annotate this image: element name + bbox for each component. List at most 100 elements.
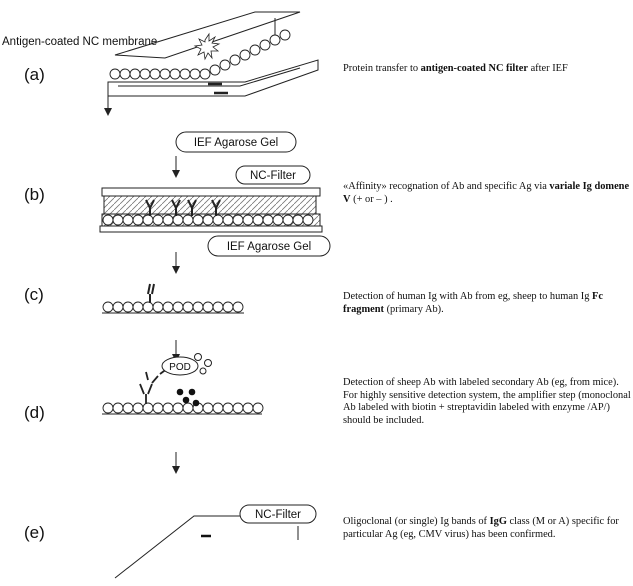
antigen-bead	[152, 402, 164, 414]
antigen-bead	[192, 214, 204, 226]
antigen-bead	[222, 301, 234, 313]
description-c-text-end: (primary Ab).	[383, 303, 444, 315]
antigen-bead	[279, 29, 291, 41]
nc-filter-e-tag: NC-Filter	[239, 504, 317, 524]
antigen-bead	[122, 402, 134, 414]
ief-gel-b-tag: IEF Agarose Gel	[207, 235, 331, 257]
antigen-bead	[262, 214, 274, 226]
antigen-bead	[182, 301, 194, 313]
ief-gel-a-tag: IEF Agarose Gel	[175, 131, 297, 153]
antigen-bead	[302, 214, 314, 226]
antigen-bead	[132, 214, 144, 226]
antigen-bead	[199, 68, 211, 80]
antigen-bead	[142, 402, 154, 414]
antibody-y	[171, 199, 181, 216]
antigen-bead	[102, 402, 114, 414]
antigen-bead	[219, 59, 231, 71]
substrate-bubbles	[194, 353, 212, 375]
antigen-bead	[182, 214, 194, 226]
antigen-bead	[149, 68, 161, 80]
antigen-bead	[212, 301, 224, 313]
antigen-beads-c	[102, 301, 244, 313]
antigen-bead	[102, 214, 114, 226]
description-b-text: «Affinity» recognation of Ab and specifi…	[343, 181, 550, 192]
antigen-bead	[172, 402, 184, 414]
antigen-bead	[192, 301, 204, 313]
panel-letter-e: (e)	[24, 523, 45, 542]
antigen-bead	[119, 68, 131, 80]
description-c-text: Detection of human Ig with Ab from eg, s…	[343, 291, 593, 302]
antigen-membrane-label: Antigen-coated NC membrane	[2, 36, 157, 48]
description-e: Oligoclonal (or single) Ig bands of IgG …	[343, 516, 631, 541]
antigen-bead	[292, 214, 304, 226]
antigen-bead	[242, 402, 254, 414]
antigen-bead	[202, 214, 214, 226]
antigen-bead	[272, 214, 284, 226]
description-a-text: Protein transfer to	[343, 63, 421, 74]
panel-letter-c: (c)	[24, 285, 44, 304]
antigen-bead	[202, 402, 214, 414]
antigen-bead	[232, 301, 244, 313]
antigen-bead	[102, 301, 114, 313]
panel-letter-a: (a)	[24, 65, 45, 84]
antigen-bead	[209, 64, 221, 76]
antigen-bead	[212, 402, 224, 414]
product-dots	[176, 388, 200, 407]
description-a-bold: antigen-coated NC filter	[420, 63, 528, 74]
nc-filter-b-label: NC-Filter	[250, 170, 296, 182]
description-e-text: Oligoclonal (or single) Ig bands of	[343, 516, 490, 527]
antigen-bead	[172, 301, 184, 313]
antigen-bead	[229, 54, 241, 66]
panel-letter-d: (d)	[24, 403, 45, 422]
description-b: «Affinity» recognation of Ab and specifi…	[343, 181, 631, 206]
antigen-bead	[109, 68, 121, 80]
antigen-bead	[122, 214, 134, 226]
antigen-bead	[162, 214, 174, 226]
antigen-bead	[152, 214, 164, 226]
antigen-bead	[172, 214, 184, 226]
antigen-bead	[239, 49, 251, 61]
secondary-ab-d	[139, 367, 169, 404]
primary-ab-c	[147, 283, 155, 303]
description-d: Detection of sheep Ab with labeled secon…	[343, 377, 631, 427]
antigen-bead	[142, 301, 154, 313]
burst-icon	[193, 32, 221, 61]
antigen-beads-b	[102, 214, 314, 226]
antigen-bead	[259, 39, 271, 51]
nc-filter-b-tag: NC-Filter	[235, 165, 311, 185]
description-a-text-end: after IEF	[527, 63, 568, 74]
antibody-y	[211, 199, 221, 216]
antigen-bead	[112, 301, 124, 313]
antigen-bead	[232, 402, 244, 414]
antigen-bead	[269, 34, 281, 46]
description-b-bold: variale Ig domene V	[343, 181, 630, 205]
antigen-bead	[152, 301, 164, 313]
antigen-bead	[252, 214, 264, 226]
antigen-bead	[169, 68, 181, 80]
antigen-bead	[132, 301, 144, 313]
antigen-bead	[129, 68, 141, 80]
antigen-bead	[189, 68, 201, 80]
antigen-bead	[139, 68, 151, 80]
antibody-y	[145, 199, 155, 216]
antigen-bead	[162, 402, 174, 414]
ief-gel-a-label: IEF Agarose Gel	[194, 137, 278, 149]
antigen-bead	[112, 402, 124, 414]
pod-label: POD	[169, 362, 191, 373]
antigen-beads-a	[109, 29, 291, 80]
antigen-bead	[249, 44, 261, 56]
antigen-bead	[132, 402, 144, 414]
antigen-bead	[222, 214, 234, 226]
description-e-bold: IgG	[489, 516, 507, 527]
antigen-bead	[212, 214, 224, 226]
description-b-text-end: (+ or – ) .	[350, 193, 393, 205]
antibody-y	[187, 199, 197, 216]
antigen-bead	[159, 68, 171, 80]
antigen-bead	[179, 68, 191, 80]
antibodies-b	[145, 199, 221, 216]
panel-a-illustration	[104, 11, 319, 116]
antigen-bead	[162, 301, 174, 313]
description-e-text-end: class (M or A) specific for particular A…	[343, 516, 619, 540]
final-filter-sheet	[114, 515, 299, 579]
